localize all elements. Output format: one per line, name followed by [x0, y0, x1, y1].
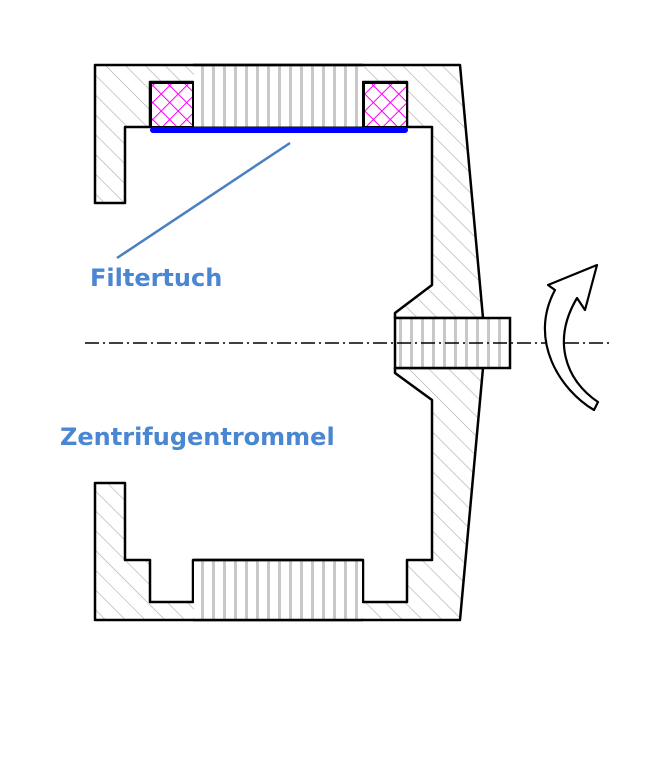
lower-ribbed-section	[194, 561, 362, 619]
filter-leader-line	[116, 141, 291, 260]
seal-right	[363, 82, 408, 128]
label-filter-cloth: Filtertuch	[90, 264, 223, 292]
upper-ribbed-section	[194, 66, 362, 127]
curved-arrow-icon	[543, 263, 600, 412]
seal-left	[150, 82, 194, 128]
label-drum: Zentrifugentrommel	[60, 423, 335, 451]
